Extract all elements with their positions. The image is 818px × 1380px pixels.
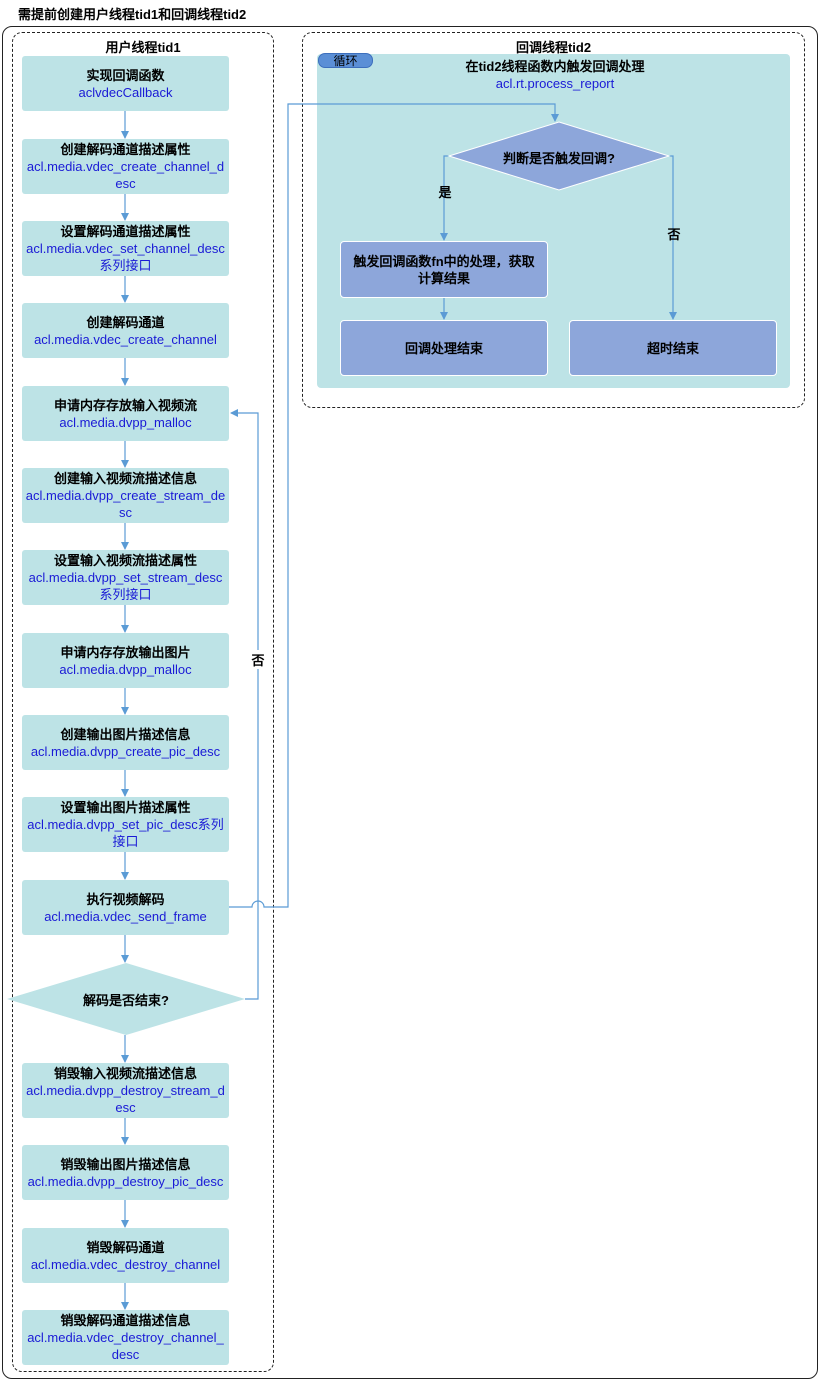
step-label: 创建输出图片描述信息: [60, 726, 191, 742]
decode-finished-decision: [7, 963, 245, 1035]
step-label: 销毁解码通道: [86, 1239, 165, 1255]
step-label: 设置解码通道描述属性: [60, 224, 191, 239]
step-label: 申请内存存放输出图片: [60, 644, 191, 660]
decode-no-label: 否: [249, 650, 267, 669]
trigger-callback-decision-label: 判断是否触发回调?: [503, 151, 615, 166]
callback-end-box: 回调处理结束: [340, 320, 548, 376]
step-label: 创建解码通道: [86, 314, 165, 330]
callback-thread-lane-title: 回调线程tid2: [515, 40, 592, 55]
step-api: aclvdecCallback: [78, 84, 173, 100]
timeout-end-box: 超时结束: [569, 320, 777, 376]
step-create-stream-desc: 创建输入视频流描述信息 acl.media.dvpp_create_stream…: [22, 468, 229, 523]
step-create-pic-desc: 创建输出图片描述信息 acl.media.dvpp_create_pic_des…: [22, 715, 229, 770]
loop-api: acl.rt.process_report: [495, 76, 615, 91]
step-label: 申请内存存放输入视频流: [53, 397, 197, 413]
step-api: acl.media.vdec_send_frame: [44, 908, 207, 924]
step-api: acl.media.dvpp_destroy_stream_desc: [26, 1083, 225, 1115]
step-destroy-channel-desc: 销毁解码通道描述信息 acl.media.vdec_destroy_channe…: [22, 1310, 229, 1365]
step-api: acl.media.vdec_destroy_channel: [30, 1256, 221, 1272]
step-label: 销毁输出图片描述信息: [60, 1156, 191, 1172]
step-label: 销毁输入视频流描述信息: [53, 1066, 197, 1081]
callback-end-label: 回调处理结束: [404, 340, 483, 356]
decode-finished-decision-label: 解码是否结束?: [83, 993, 169, 1008]
step-label: 实现回调函数: [86, 67, 165, 83]
step-send-frame: 执行视频解码 acl.media.vdec_send_frame: [22, 880, 229, 935]
step-malloc-input-stream: 申请内存存放输入视频流 acl.media.dvpp_malloc: [22, 386, 229, 441]
step-api: acl.media.vdec_create_channel: [34, 331, 217, 347]
step-destroy-channel: 销毁解码通道 acl.media.vdec_destroy_channel: [22, 1228, 229, 1283]
step-api: acl.media.dvpp_destroy_pic_desc: [27, 1173, 224, 1189]
step-api: acl.media.dvpp_set_stream_desc系列接口: [28, 570, 223, 602]
trigger-callback-decision: [447, 121, 671, 191]
callback-thread-lane: [302, 32, 805, 408]
step-destroy-pic-desc: 销毁输出图片描述信息 acl.media.dvpp_destroy_pic_de…: [22, 1145, 229, 1200]
step-label: 销毁解码通道描述信息: [60, 1313, 191, 1328]
step-api: acl.media.vdec_create_channel_desc: [26, 159, 225, 191]
step-set-channel-desc: 设置解码通道描述属性 acl.media.vdec_set_channel_de…: [22, 221, 229, 276]
step-create-channel-desc: 创建解码通道描述属性 acl.media.vdec_create_channel…: [22, 139, 229, 194]
user-thread-lane: [12, 32, 274, 1372]
loop-header: 在tid2线程函数内触发回调处理 acl.rt.process_report: [400, 58, 710, 92]
yes-label: 是: [438, 185, 452, 200]
loop-back-arrow: [230, 409, 259, 1000]
step-set-stream-desc: 设置输入视频流描述属性 acl.media.dvpp_set_stream_de…: [22, 550, 229, 605]
step-label: 创建输入视频流描述信息: [53, 471, 197, 486]
step-api: acl.media.dvpp_create_pic_desc: [30, 743, 221, 759]
trigger-fn-label: 触发回调函数fn中的处理，获取计算结果: [353, 253, 535, 286]
step-api: acl.media.vdec_set_channel_desc系列接口: [26, 241, 225, 273]
step-api: acl.media.dvpp_create_stream_desc: [25, 488, 226, 520]
step-api: acl.media.dvpp_malloc: [59, 414, 192, 430]
step-api: acl.media.dvpp_malloc: [59, 661, 192, 677]
trigger-fn-box: 触发回调函数fn中的处理，获取计算结果: [340, 241, 548, 298]
step-implement-callback: 实现回调函数 aclvdecCallback: [22, 56, 229, 111]
step-label: 设置输入视频流描述属性: [53, 553, 197, 568]
send-frame-to-callback-arrow: [229, 103, 559, 908]
step-label: 创建解码通道描述属性: [60, 142, 191, 157]
step-api: acl.media.dvpp_set_pic_desc系列接口: [27, 817, 224, 849]
step-label: 执行视频解码: [86, 891, 165, 907]
loop-tag: 循环: [318, 53, 373, 68]
user-thread-lane-title: 用户线程tid1: [105, 40, 181, 55]
no-label: 否: [667, 227, 681, 242]
step-create-channel: 创建解码通道 acl.media.vdec_create_channel: [22, 303, 229, 358]
step-label: 设置输出图片描述属性: [60, 800, 191, 815]
diagram-title: 需提前创建用户线程tid1和回调线程tid2: [18, 7, 247, 22]
step-set-pic-desc: 设置输出图片描述属性 acl.media.dvpp_set_pic_desc系列…: [22, 797, 229, 852]
step-destroy-stream-desc: 销毁输入视频流描述信息 acl.media.dvpp_destroy_strea…: [22, 1063, 229, 1118]
step-api: acl.media.vdec_destroy_channel_desc: [27, 1330, 224, 1362]
timeout-end-label: 超时结束: [646, 340, 699, 356]
step-malloc-output-pic: 申请内存存放输出图片 acl.media.dvpp_malloc: [22, 633, 229, 688]
loop-label: 在tid2线程函数内触发回调处理: [465, 59, 645, 74]
